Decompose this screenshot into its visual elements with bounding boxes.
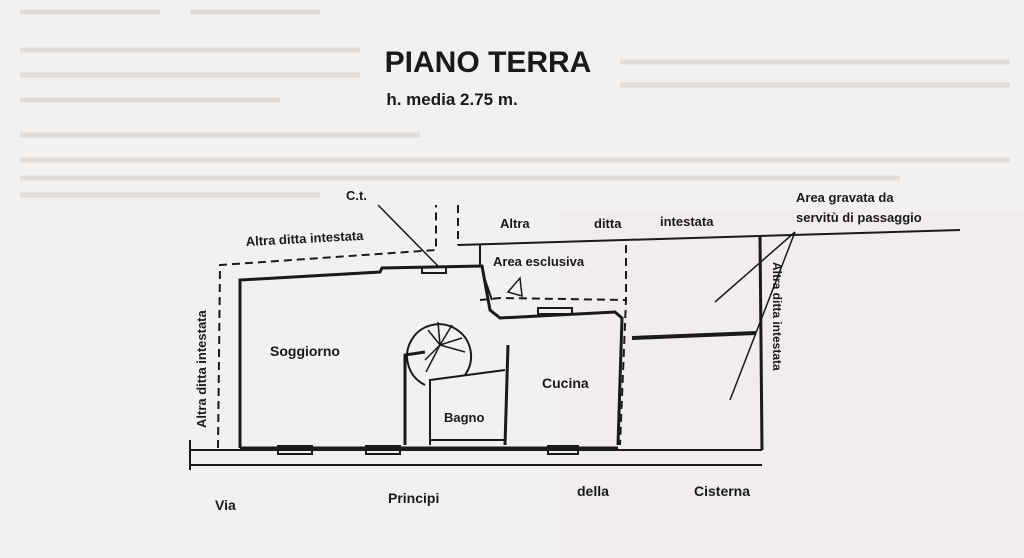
label-intestata: intestata bbox=[660, 214, 714, 229]
label-ditta: ditta bbox=[594, 216, 622, 231]
street-via: Via bbox=[215, 497, 236, 513]
street-della: della bbox=[577, 483, 609, 499]
room-soggiorno: Soggiorno bbox=[270, 343, 340, 359]
bleed-through-text bbox=[20, 9, 1010, 198]
boundary-left bbox=[217, 205, 437, 449]
label-altra: Altra bbox=[500, 216, 530, 231]
plan-lines bbox=[189, 204, 961, 470]
label-altra-ditta-left-vertical: Altra ditta intestata bbox=[194, 309, 209, 428]
label-altra-ditta-right-vertical: Altra ditta intestata bbox=[770, 262, 784, 371]
street-principi: Principi bbox=[388, 490, 439, 506]
label-area-esclusiva: Area esclusiva bbox=[493, 254, 585, 269]
label-area-gravata-1: Area gravata da bbox=[796, 190, 894, 205]
plan-title: PIANO TERRA bbox=[385, 46, 592, 79]
label-ct: C.t. bbox=[346, 188, 367, 203]
room-cucina: Cucina bbox=[542, 375, 589, 391]
label-altra-ditta-top-left: Altra ditta intestata bbox=[245, 228, 364, 249]
plan-subtitle: h. media 2.75 m. bbox=[386, 90, 517, 109]
label-area-gravata-2: servitù di passaggio bbox=[796, 210, 922, 225]
street-cisterna: Cisterna bbox=[694, 483, 750, 499]
room-bagno: Bagno bbox=[444, 410, 485, 425]
